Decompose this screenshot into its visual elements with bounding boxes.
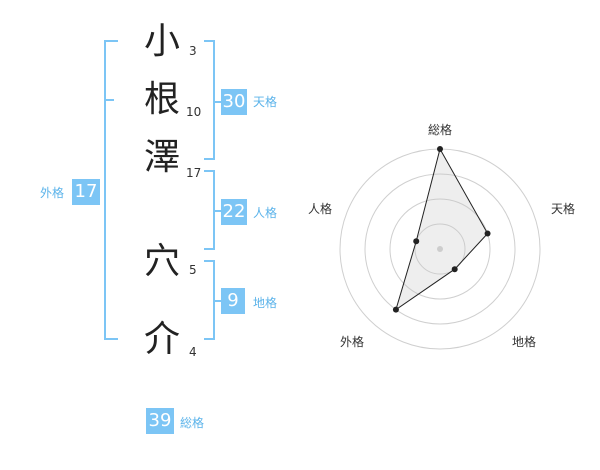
name-character-5: 介 — [143, 319, 180, 360]
chikaku-value: 9 — [221, 288, 245, 314]
stroke-count-3: 17 — [186, 166, 202, 180]
chikaku-label: 地格 — [253, 296, 278, 310]
name-character-4: 穴 — [143, 241, 180, 282]
radar-point-1 — [484, 230, 491, 237]
tenkaku-value: 30 — [221, 89, 247, 115]
radar-axis-label-chikaku: 地格 — [512, 335, 537, 349]
radar-ring-3 — [364, 173, 516, 325]
soukaku-label: 総格 — [180, 416, 205, 430]
gaikaku-label: 外格 — [40, 186, 65, 200]
stroke-count-1: 3 — [189, 44, 197, 58]
name-character-3: 澤 — [143, 137, 180, 178]
stroke-count-4: 5 — [189, 263, 197, 277]
tenkaku-label: 天格 — [253, 95, 278, 109]
radar-series-polygon — [395, 147, 489, 311]
jinkaku-value: 22 — [221, 199, 247, 225]
radar-axis-label-soukaku: 総格 — [428, 123, 453, 137]
radar-axis-label-gaikaku: 外格 — [340, 335, 365, 349]
radar-ring-1 — [414, 223, 466, 275]
radar-point-0 — [437, 146, 443, 152]
jinkaku-label: 人格 — [253, 206, 278, 220]
stroke-count-5: 4 — [189, 345, 197, 359]
radar-point-2 — [451, 266, 458, 273]
radar-point-3 — [392, 306, 399, 313]
name-character-2: 根 — [143, 79, 180, 120]
radar-axis-label-tenkaku: 天格 — [551, 202, 576, 216]
stroke-count-2: 10 — [186, 105, 202, 119]
gaikaku-value: 17 — [72, 179, 100, 205]
radar-point-4 — [413, 238, 420, 245]
radar-ring-2 — [389, 198, 491, 300]
soukaku-value: 39 — [146, 408, 174, 434]
name-character-1: 小 — [143, 21, 180, 62]
radar-axis-label-jinkaku: 人格 — [308, 202, 333, 216]
radar-center — [437, 246, 443, 252]
